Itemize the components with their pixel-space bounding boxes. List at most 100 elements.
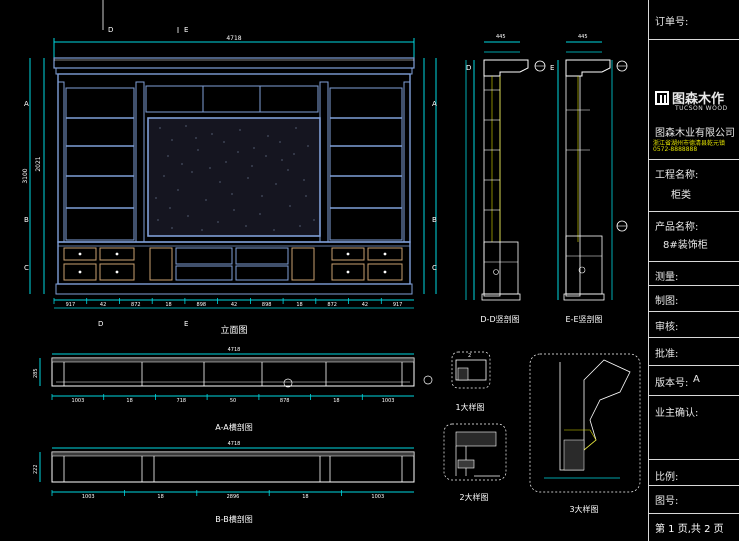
- dim-label: 917: [393, 302, 403, 308]
- dim-label: 898: [197, 302, 207, 308]
- project-name-value: 柜类: [671, 190, 691, 201]
- section-ee-width: 445: [578, 34, 588, 40]
- dim-label: 1003: [82, 494, 95, 500]
- dim-label: 878: [280, 398, 290, 404]
- detail-1-dim: 2: [468, 353, 471, 359]
- dim-label: 1003: [371, 494, 384, 500]
- detail-1-view: 2 1大样图: [451, 351, 491, 412]
- dim-label: 18: [126, 398, 132, 404]
- dim-label: 898: [262, 302, 272, 308]
- dim-label: 42: [231, 302, 237, 308]
- detail-3-title: 3大样图: [569, 504, 598, 514]
- approver-label: 批准:: [655, 349, 679, 360]
- logo-english: TUCSON WOOD: [675, 105, 728, 112]
- dim-label: 18: [296, 302, 302, 308]
- elevation-bottom-dims: 917 42 872 18 898 42 898 18 872 42 917: [53, 298, 403, 308]
- elevation-total-width: 4718: [226, 35, 241, 42]
- detail-2-title: 2大样图: [459, 492, 488, 502]
- tb-scale-row: 比例:: [649, 460, 739, 486]
- marker-b-right: B: [432, 216, 437, 224]
- tb-order-row: 订单号:: [649, 0, 739, 40]
- tb-reviewer-row: 审核:: [649, 312, 739, 338]
- tb-version-row: 版本号: A: [649, 366, 739, 396]
- version-value: A: [693, 374, 700, 385]
- elevation-mid-height: 2021: [35, 156, 42, 171]
- dim-label: 2896: [227, 494, 240, 500]
- section-aa-width: 4718: [228, 347, 241, 353]
- marker-d-section: D: [466, 64, 471, 72]
- version-label: 版本号:: [655, 378, 689, 389]
- product-name-label: 产品名称:: [655, 222, 699, 233]
- marker-e-section: E: [550, 64, 554, 72]
- drawing-no-label: 图号:: [655, 496, 679, 507]
- product-name-value: 8#装饰柜: [663, 240, 708, 251]
- detail-2-view: 2大样图: [443, 423, 507, 502]
- project-name-label: 工程名称:: [655, 170, 699, 181]
- marker-a-right: A: [432, 100, 437, 108]
- elevation-view: 4718 D E: [22, 0, 437, 336]
- marker-c-left: C: [24, 264, 29, 272]
- tb-product-row: 产品名称: 8#装饰柜: [649, 212, 739, 262]
- dim-label: 42: [362, 302, 368, 308]
- dim-label: 1003: [72, 398, 85, 404]
- tb-project-row: 工程名称: 柜类: [649, 160, 739, 212]
- title-block: 订单号: 图森木作 TUCSON WOOD 图森木业有限公司 浙江省湖州市德清县…: [648, 0, 739, 541]
- owner-confirm-label: 业主确认:: [655, 408, 699, 419]
- logo-text: 图森木作: [672, 92, 725, 107]
- marker-e-bottom: E: [184, 320, 188, 328]
- measure-label: 测量:: [655, 272, 679, 283]
- tb-drawing-no-row: 图号:: [649, 486, 739, 514]
- marker-a-left: A: [24, 100, 29, 108]
- section-bb-view: 4718 222 1003 18 2896 18 1003 B-B横剖图: [33, 441, 415, 524]
- section-ee-view: 445 E E-E竖剖图: [550, 34, 628, 324]
- dim-label: 18: [157, 494, 163, 500]
- cad-drawing-canvas[interactable]: 4718 D E: [0, 0, 648, 541]
- dim-label: 18: [165, 302, 171, 308]
- tb-drafter-row: 制图:: [649, 286, 739, 312]
- section-ee-title: E-E竖剖图: [566, 314, 603, 324]
- section-bb-height: 222: [33, 464, 39, 474]
- tb-approver-row: 批准:: [649, 338, 739, 366]
- marker-c-right: C: [432, 264, 437, 272]
- elevation-title: 立面图: [220, 324, 247, 336]
- marker-d-top: D: [108, 26, 113, 34]
- dim-label: 18: [333, 398, 339, 404]
- tb-company-row: 图森木作 TUCSON WOOD 图森木业有限公司 浙江省湖州市德清县乾元镇 0…: [649, 40, 739, 160]
- detail-3-view: 3大样图: [529, 353, 641, 514]
- dim-label: 42: [100, 302, 106, 308]
- section-aa-title: A-A横剖图: [215, 422, 252, 432]
- marker-e-top: E: [184, 26, 188, 34]
- company-address-line1: 浙江省湖州市德清县乾元镇: [653, 140, 726, 147]
- detail-1-title: 1大样图: [455, 402, 484, 412]
- company-logo: 图森木作 TUCSON WOOD: [655, 88, 728, 112]
- company-address-line2: 0572-8888888: [653, 146, 698, 153]
- drafter-label: 制图:: [655, 296, 679, 307]
- company-name: 图森木业有限公司: [655, 128, 735, 139]
- marker-b-left: B: [24, 216, 29, 224]
- dim-label: 18: [302, 494, 308, 500]
- dim-label: 1003: [382, 398, 395, 404]
- logo-icon: [655, 90, 669, 105]
- section-dd-title: D-D竖剖图: [480, 314, 519, 324]
- elevation-overall-height: 3100: [22, 168, 29, 183]
- dim-label: 917: [66, 302, 76, 308]
- section-dd-view: 445 D D-D竖剖图: [465, 34, 546, 324]
- order-no-label: 订单号:: [655, 17, 689, 28]
- section-aa-height: 285: [33, 368, 39, 378]
- tb-measure-row: 测量:: [649, 262, 739, 286]
- marker-d-bottom: D: [98, 320, 103, 328]
- dim-label: 872: [327, 302, 337, 308]
- section-bb-title: B-B横剖图: [215, 514, 253, 524]
- tb-owner-confirm-row: 业主确认:: [649, 396, 739, 460]
- section-dd-width: 445: [496, 34, 506, 40]
- page-info: 第 1 页,共 2 页: [655, 524, 724, 535]
- section-bb-width: 4718: [228, 441, 241, 447]
- dim-label: 50: [230, 398, 236, 404]
- section-bb-bottom-dims: 1003 18 2896 18 1003: [51, 490, 384, 500]
- dim-label: 872: [131, 302, 141, 308]
- center-feature-panel: [147, 117, 321, 237]
- scale-label: 比例:: [655, 472, 679, 483]
- reviewer-label: 审核:: [655, 322, 679, 333]
